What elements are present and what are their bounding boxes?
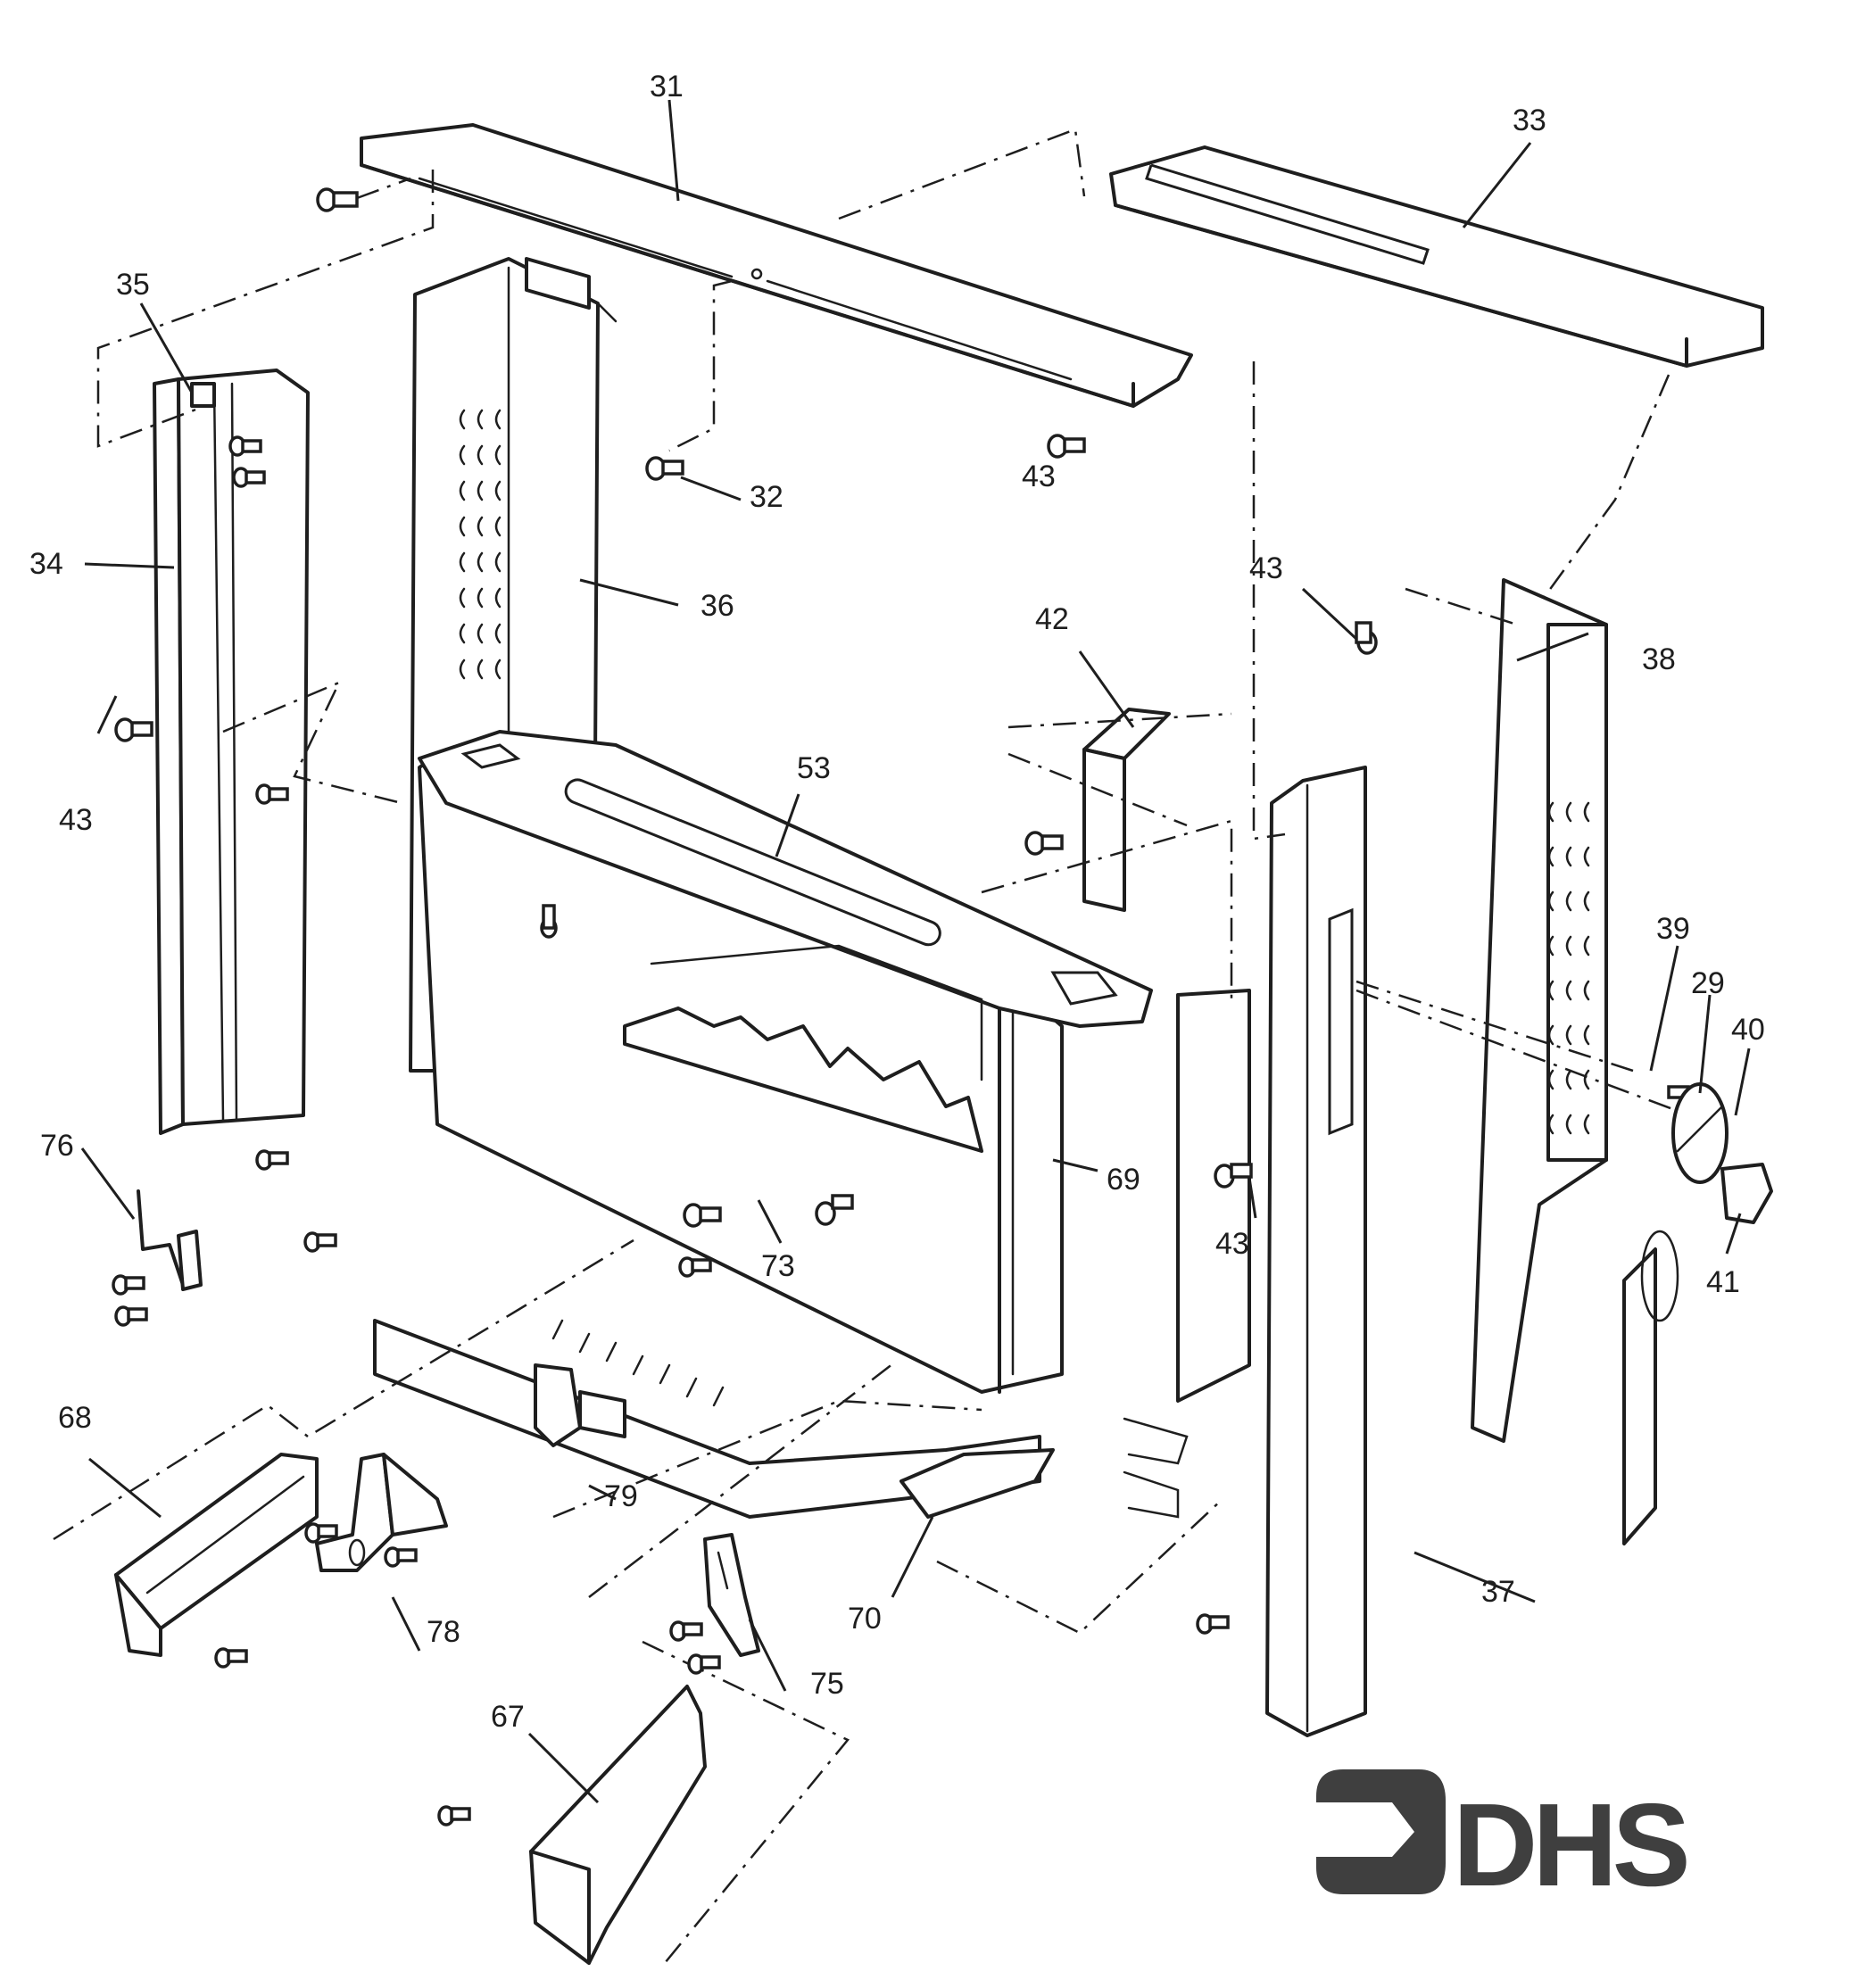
part-79-mounting-clip: [534, 1363, 626, 1447]
callout-75: 75: [810, 1667, 844, 1701]
part-42-bracket: [1007, 708, 1232, 912]
callout-41: 41: [1706, 1265, 1740, 1299]
callout-33: 33: [1513, 104, 1546, 137]
screw-icon: [678, 1256, 712, 1278]
callout-76: 76: [40, 1129, 74, 1163]
callout-labels: 31 32 33 34 35 36 37 38 39 29 40 41 42 4…: [29, 70, 1765, 1734]
screw-icon: [228, 435, 262, 457]
logo-text: DHS: [1453, 1779, 1687, 1899]
callout-42: 42: [1035, 602, 1069, 636]
callout-31: 31: [650, 70, 684, 104]
part-31-top-front-rail: [360, 123, 1193, 408]
screw-icon: [540, 904, 558, 939]
part-76-left-bracket: [137, 1189, 203, 1291]
screw-icon: [112, 1274, 145, 1296]
part-67-front-right-foot: [529, 1685, 707, 1965]
callout-34: 34: [29, 547, 63, 581]
right-inner-panel: [1123, 989, 1251, 1519]
screws: [112, 434, 1378, 1826]
vent-slots-left: [459, 409, 502, 680]
part-38-right-panel: [1471, 578, 1608, 1443]
part-70-base-tray: [373, 1319, 1055, 1519]
screw-icon: [1355, 621, 1378, 655]
arrow-icon: [1316, 1769, 1446, 1894]
part-39-control-bracket: [1622, 1230, 1679, 1545]
part-37-right-trim: [1265, 766, 1367, 1737]
callout-68: 68: [58, 1401, 92, 1435]
callout-43-right-lower: 43: [1215, 1227, 1249, 1261]
callout-67: 67: [491, 1700, 525, 1734]
screw-icon: [214, 1647, 248, 1669]
screw-icon: [1214, 1163, 1253, 1189]
part-68-front-left-foot: [114, 1453, 319, 1657]
callout-73: 73: [761, 1249, 795, 1283]
part-75-right-bracket: [703, 1533, 760, 1657]
callout-40: 40: [1731, 1013, 1765, 1047]
callout-43-right-upper: 43: [1249, 551, 1283, 585]
part-33-top-rear-rail: [1109, 145, 1764, 368]
assembly-guide-lines: [53, 128, 1670, 1964]
vent-slots-right: [1547, 801, 1590, 1135]
screw-icon: [1047, 434, 1086, 459]
screw-icon: [1024, 831, 1064, 856]
callout-36: 36: [701, 589, 734, 623]
part-34-left-trim: [153, 369, 310, 1135]
part-78-lower-bracket: [315, 1453, 448, 1572]
leader-lines: [80, 99, 1751, 1804]
screw-icon: [437, 1805, 471, 1826]
screw-icon: [815, 1194, 854, 1226]
screw-icon: [304, 1522, 338, 1544]
screw-icon: [687, 1653, 721, 1675]
part-41-switch: [1720, 1163, 1773, 1224]
callout-43-top: 43: [1022, 460, 1056, 493]
part-40-control-knob: [1671, 1082, 1729, 1184]
callout-43-left: 43: [59, 803, 93, 837]
screw-icon: [384, 1546, 418, 1568]
screw-icon: [114, 717, 153, 742]
screw-icon: [255, 783, 289, 805]
screw-icon: [645, 456, 684, 481]
callout-78: 78: [427, 1615, 460, 1649]
screw-icon: [669, 1620, 703, 1642]
screw-icon: [1196, 1613, 1230, 1635]
part-53-top-plate: [418, 730, 1153, 1028]
screw-top-left: [316, 177, 411, 212]
screw-icon: [232, 467, 266, 488]
callout-70: 70: [848, 1602, 882, 1636]
callout-69: 69: [1107, 1163, 1140, 1197]
callout-35: 35: [116, 268, 150, 302]
callout-37: 37: [1481, 1575, 1515, 1609]
screw-icon: [114, 1305, 148, 1327]
screw-icon: [303, 1231, 337, 1253]
callout-32: 32: [750, 480, 783, 514]
callout-39: 39: [1656, 912, 1690, 946]
callout-38: 38: [1642, 642, 1676, 676]
flame-effect-panel: [623, 944, 983, 1153]
callout-29: 29: [1691, 966, 1725, 1000]
callout-79: 79: [604, 1479, 638, 1513]
dhs-logo: DHS: [1316, 1769, 1687, 1899]
screw-icon: [683, 1203, 722, 1228]
screw-icon: [255, 1149, 289, 1171]
callout-53: 53: [797, 751, 831, 785]
